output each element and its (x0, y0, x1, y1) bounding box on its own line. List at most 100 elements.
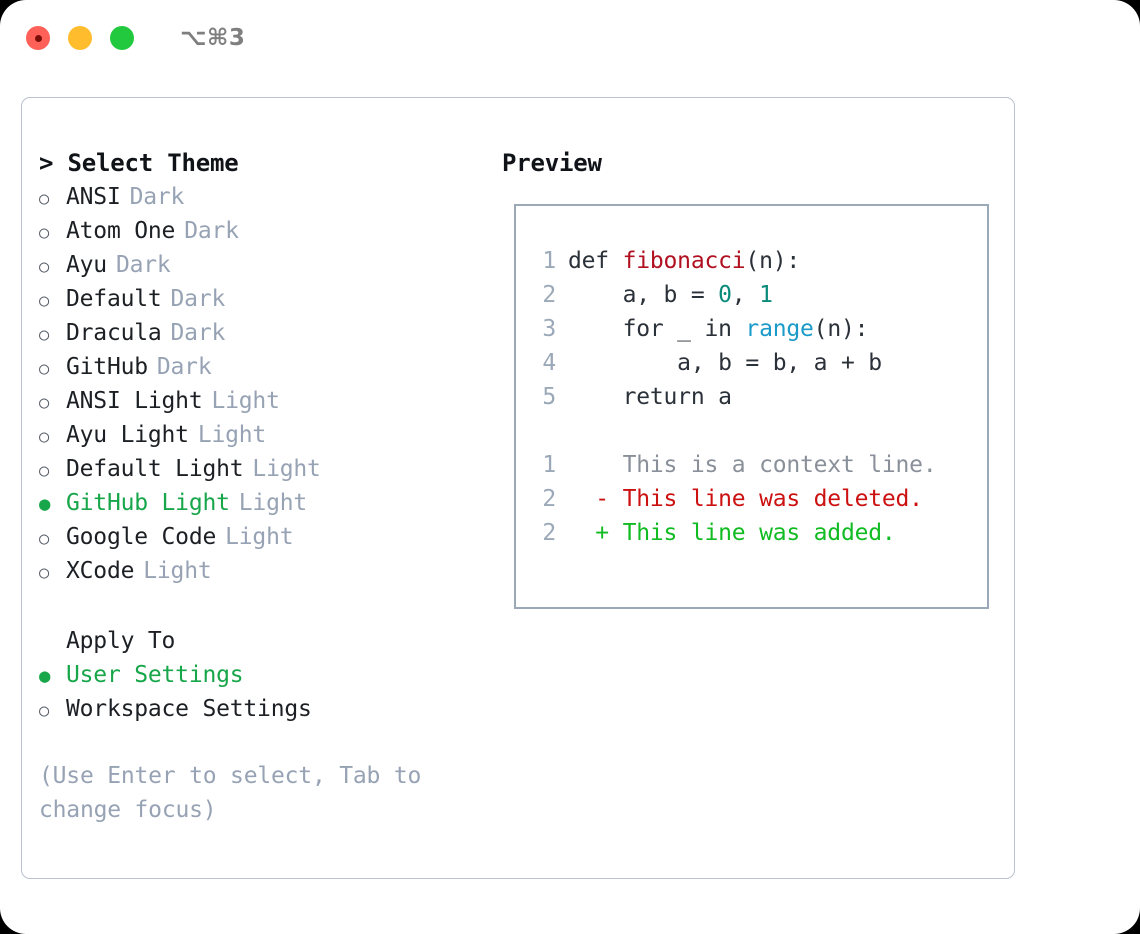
theme-variant-badge: Dark (129, 184, 185, 210)
radio-unselected-icon[interactable]: ○ (39, 359, 50, 379)
radio-unselected-icon[interactable]: ○ (39, 393, 50, 413)
line-number: 2 (542, 486, 556, 512)
radio-unselected-icon[interactable]: ○ (39, 529, 50, 549)
diff-marker: - (568, 486, 623, 512)
radio-unselected-icon[interactable]: ○ (39, 291, 50, 311)
code-token: fibonacci (622, 248, 746, 274)
theme-list-item[interactable]: ● GitHub Light Light (39, 486, 502, 520)
theme-variant-badge: Dark (115, 252, 171, 278)
theme-name: Atom One (66, 218, 176, 244)
radio-unselected-icon[interactable]: ○ (39, 325, 50, 345)
theme-list-item[interactable]: ○ ANSI Light Light (39, 384, 502, 418)
code-token: return a (568, 384, 732, 410)
code-line: 5 return a (530, 380, 987, 414)
line-number: 1 (542, 248, 556, 274)
theme-list-item[interactable]: ○ Default Dark (39, 282, 502, 316)
theme-list-item[interactable]: ○ Default Light Light (39, 452, 502, 486)
radio-unselected-icon[interactable]: ○ (39, 461, 50, 481)
theme-variant-badge: Light (252, 456, 321, 482)
theme-list-item[interactable]: ○ Ayu Light Light (39, 418, 502, 452)
code-line: 3 for _ in range(n): (530, 312, 987, 346)
zoom-button-icon[interactable] (110, 26, 134, 50)
theme-name: Google Code (66, 524, 217, 550)
theme-name: ANSI Light (66, 388, 203, 414)
code-token: def (568, 248, 623, 274)
radio-unselected-icon[interactable]: ○ (39, 427, 50, 447)
select-theme-header: > Select Theme (39, 149, 239, 177)
apply-to-option[interactable]: ● User Settings (39, 658, 502, 692)
theme-list-item[interactable]: ○ Dracula Dark (39, 316, 502, 350)
theme-variant-badge: Light (211, 388, 280, 414)
theme-variant-badge: Light (143, 558, 212, 584)
code-token: for _ in (568, 316, 746, 342)
apply-to-header: Apply To (66, 628, 176, 654)
theme-variant-badge: Dark (170, 286, 226, 312)
diff-marker (568, 448, 623, 482)
line-number: 2 (542, 520, 556, 546)
theme-variant-badge: Dark (170, 320, 226, 346)
radio-unselected-icon[interactable]: ○ (39, 257, 50, 277)
code-line: 4 a, b = b, a + b (530, 346, 987, 380)
theme-name: Default (66, 286, 162, 312)
radio-selected-icon[interactable]: ● (39, 493, 51, 515)
code-token: , (731, 282, 760, 308)
theme-name: Default Light (66, 456, 244, 482)
code-token: (n): (813, 316, 869, 342)
code-token: 1 (759, 282, 773, 308)
theme-variant-badge: Light (197, 422, 267, 448)
theme-name: GitHub Light (66, 490, 230, 516)
theme-list-item[interactable]: ○ Ayu Dark (39, 248, 502, 282)
theme-list-item[interactable]: ○ XCode Light (39, 554, 502, 588)
apply-to-option[interactable]: ○Workspace Settings (39, 692, 502, 726)
theme-name: Ayu Light (66, 422, 189, 448)
keyboard-hint: (Use Enter to select, Tab to change focu… (39, 763, 422, 823)
code-token: (n): (745, 248, 801, 274)
theme-name: Ayu (66, 252, 107, 278)
apply-to-label: User Settings (66, 662, 244, 688)
diff-text: This is a context line. (622, 452, 937, 478)
section-spacer (39, 588, 502, 624)
code-token: a, b = b, a + b (568, 350, 882, 376)
theme-variant-badge: Light (238, 490, 308, 516)
theme-variant-badge: Light (225, 524, 294, 550)
theme-name: XCode (66, 558, 135, 584)
theme-list-item[interactable]: ○ Google Code Light (39, 520, 502, 554)
code-line: 1 def fibonacci(n): (530, 244, 987, 278)
theme-list-item[interactable]: ○ ANSI Dark (39, 180, 502, 214)
diff-line: 2 + This line was added. (530, 516, 987, 550)
theme-name: Dracula (66, 320, 162, 346)
title-bar: ⌥⌘3 (0, 0, 1140, 76)
close-button-icon[interactable] (26, 26, 50, 50)
line-number: 1 (542, 452, 556, 478)
diff-sample: 1 This is a context line.2 - This line w… (530, 448, 987, 550)
diff-spacer (530, 414, 987, 448)
diff-line: 2 - This line was deleted. (530, 482, 987, 516)
minimize-button-icon[interactable] (68, 26, 92, 50)
radio-unselected-icon[interactable]: ○ (39, 701, 50, 721)
code-token: a, b = (568, 282, 719, 308)
radio-selected-icon[interactable]: ● (39, 665, 51, 687)
diff-line: 1 This is a context line. (530, 448, 987, 482)
line-number: 2 (542, 282, 556, 308)
keyboard-shortcut-label: ⌥⌘3 (180, 25, 246, 51)
theme-list-item[interactable]: ○ GitHub Dark (39, 350, 502, 384)
apply-to-options: ● User Settings ○Workspace Settings (39, 658, 502, 726)
line-number: 4 (542, 350, 556, 376)
theme-name: GitHub (66, 354, 148, 380)
theme-variant-badge: Dark (156, 354, 212, 380)
line-number: 5 (542, 384, 556, 410)
code-line: 2 a, b = 0, 1 (530, 278, 987, 312)
radio-unselected-icon[interactable]: ○ (39, 223, 50, 243)
window-controls (26, 26, 134, 50)
code-token: 0 (718, 282, 732, 308)
radio-unselected-icon[interactable]: ○ (39, 189, 50, 209)
radio-unselected-icon[interactable]: ○ (39, 563, 50, 583)
theme-name: ANSI (66, 184, 121, 210)
theme-list-item[interactable]: ○ Atom One Dark (39, 214, 502, 248)
theme-variant-badge: Dark (184, 218, 239, 244)
